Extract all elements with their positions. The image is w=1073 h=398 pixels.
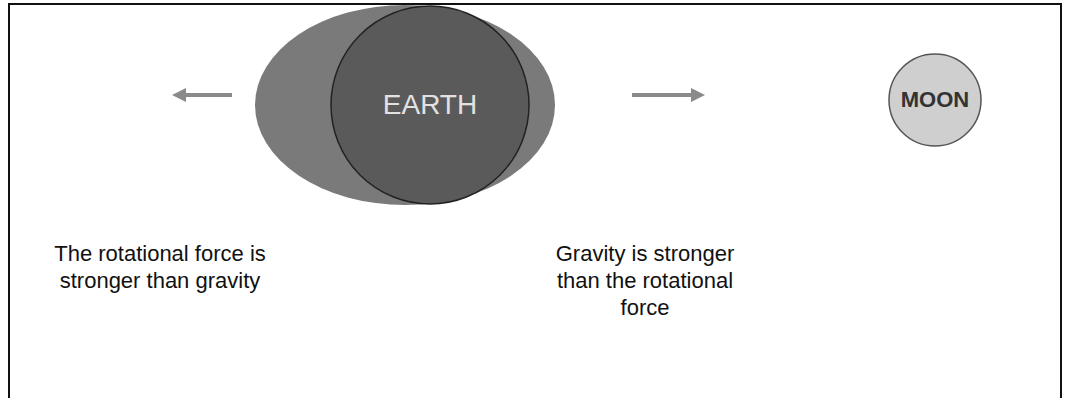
tidal-bulge: [255, 5, 555, 205]
frame-border: [9, 4, 1061, 398]
left-caption: The rotational force is stronger than gr…: [45, 240, 275, 294]
earth-circle: EARTH: [330, 5, 530, 205]
arrow-left-head: [172, 88, 186, 102]
arrow-right-head: [691, 88, 705, 102]
moon-circle: MOON: [888, 53, 982, 147]
circle-shape: [889, 54, 981, 146]
node-text: MOON: [901, 87, 969, 113]
right-caption: Gravity is stronger than the rotational …: [535, 240, 755, 321]
node-text: EARTH: [383, 89, 477, 121]
arrow-left: [184, 93, 232, 97]
circle-shape: [331, 6, 529, 204]
arrow-right: [632, 93, 693, 97]
